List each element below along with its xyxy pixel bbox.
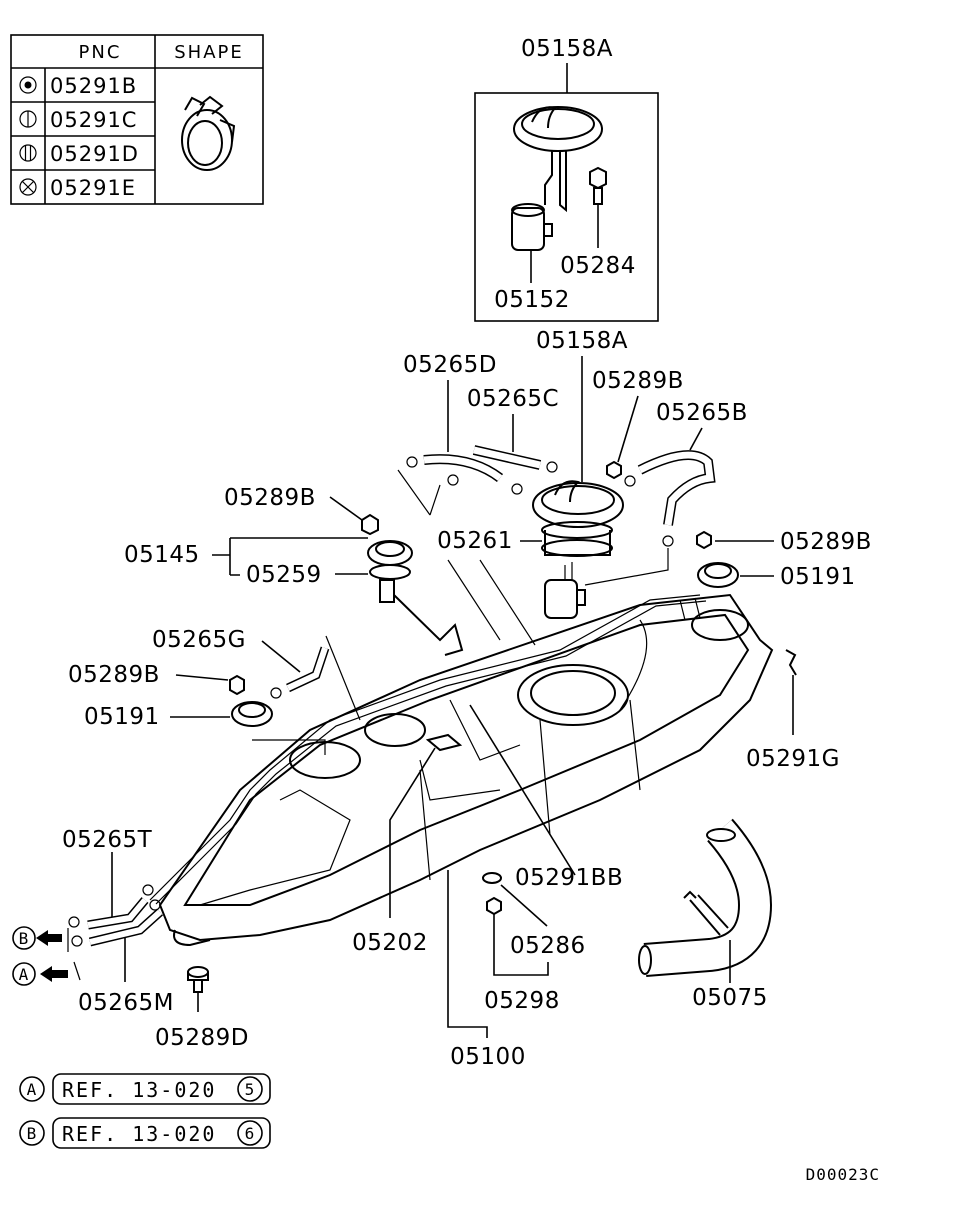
callout-05191-a: 05191 [780,564,856,590]
svg-text:REF. 13-020: REF. 13-020 [62,1122,216,1146]
fuel-tank [149,593,774,947]
hoses-top [406,445,716,547]
legend-pnc-05291c: 05291C [50,108,137,132]
callout-05100: 05100 [450,1044,526,1070]
callout-05289d: 05289D [155,1025,249,1051]
callout-05261: 05261 [437,528,513,554]
nut-05289b-right [696,530,712,550]
circle-dot-icon [19,76,37,94]
callout-05265b: 05265B [656,400,748,426]
callout-05152: 05152 [494,287,570,313]
svg-text:B: B [19,929,30,948]
diagram-code: D00023C [806,1165,880,1184]
circle-bar-icon [19,110,37,128]
callout-05145: 05145 [124,542,200,568]
legend-pnc-05291e: 05291E [50,176,136,200]
arrow-icon-b [36,930,62,946]
callout-05158a-mid: 05158A [536,328,628,354]
callout-05284: 05284 [560,253,636,279]
washer-05286 [482,872,502,884]
callout-05289b-b: 05289B [780,529,872,555]
marker-b: B [12,926,69,952]
callout-05265t: 05265T [62,827,153,853]
marker-a: A [12,961,81,986]
arrow-icon-a [40,966,68,982]
legend-header-pnc: PNC [79,42,122,63]
reference-b: B REF. 13-020 6 [19,1117,271,1149]
pnc-legend-table: PNC SHAPE 05291B 05291C 05291D 05291E [10,34,264,205]
bolt-05298 [486,896,502,916]
fuel-pump-assembly: 05158A [532,328,669,619]
callout-05286: 05286 [510,933,586,959]
callout-05075: 05075 [692,985,768,1011]
fuel-gauge-unit [367,540,464,656]
nut-05289b-left [229,674,245,696]
svg-text:B: B [27,1124,38,1143]
callout-05191-b: 05191 [84,704,160,730]
svg-text:6: 6 [245,1124,256,1143]
callout-05265g: 05265G [152,627,246,653]
callout-05289b-c: 05289B [224,485,316,511]
legend-header-shape: SHAPE [174,42,244,63]
filler-hose-05075 [638,818,773,977]
callout-05289b-d: 05289B [68,662,160,688]
circle-x-icon [19,178,37,196]
fuel-pump-inset: 05158A 05152 05284 [474,36,659,322]
callout-05291g: 05291G [746,746,840,772]
callout-05298: 05298 [484,988,560,1014]
svg-text:A: A [27,1080,38,1099]
callout-05291bb: 05291BB [515,865,623,891]
legend-pnc-05291b: 05291B [50,74,137,98]
reference-a: A REF. 13-020 5 [19,1073,271,1105]
nut-05289b-upper [361,513,379,536]
svg-text:A: A [19,965,30,984]
hose-clamp-icon [181,95,236,171]
callout-05265c: 05265C [467,386,559,412]
callout-05265d: 05265D [403,352,497,378]
drain-plug-05289d [187,966,209,993]
callout-05202: 05202 [352,930,428,956]
circle-double-bar-icon [19,144,37,162]
callout-05265m: 05265M [78,990,174,1016]
legend-pnc-05291d: 05291D [50,142,139,166]
svg-text:REF. 13-020: REF. 13-020 [62,1078,216,1102]
svg-text:5: 5 [245,1080,256,1099]
sender-unit-left [231,701,273,727]
callout-05158a-top: 05158A [521,36,613,62]
callout-05259: 05259 [246,562,322,588]
sender-unit-right [697,562,739,588]
clamp-05291g [785,649,797,676]
callout-05289b-a: 05289B [592,368,684,394]
pad-05202 [425,733,463,752]
